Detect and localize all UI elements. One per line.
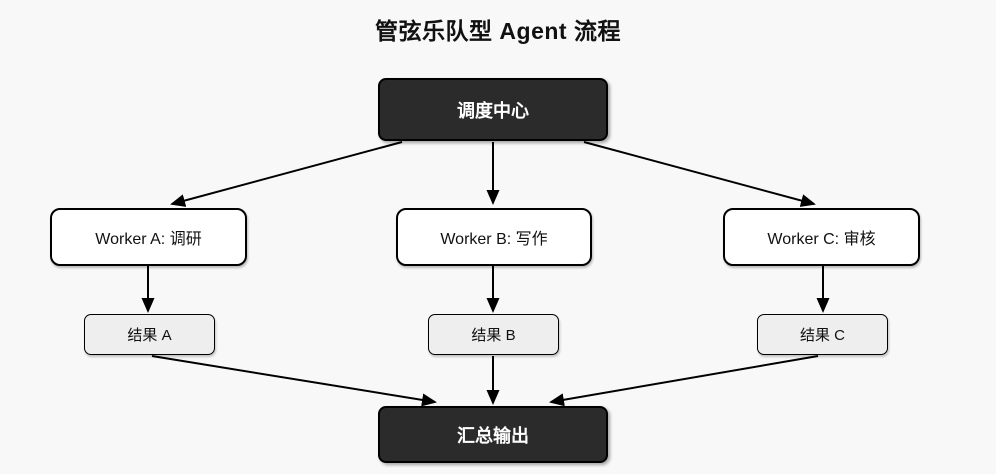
node-output: 汇总输出 — [378, 406, 608, 463]
node-worker-a: Worker A: 调研 — [50, 208, 247, 266]
node-worker-b-label: Worker B: 写作 — [440, 231, 548, 248]
node-scheduler: 调度中心 — [378, 78, 608, 141]
node-worker-b: Worker B: 写作 — [396, 208, 592, 266]
node-result-b: 结果 B — [428, 314, 559, 355]
node-result-a: 结果 A — [84, 314, 215, 355]
node-scheduler-label: 调度中心 — [457, 100, 529, 121]
node-result-c: 结果 C — [757, 314, 888, 355]
edge-result-a-output — [151, 355, 437, 407]
node-worker-c-label: Worker C: 审核 — [767, 231, 876, 248]
node-worker-c: Worker C: 审核 — [723, 208, 920, 266]
node-result-b-label: 结果 B — [471, 327, 516, 344]
edge-scheduler-worker-a — [170, 141, 403, 207]
node-result-a-label: 结果 A — [127, 327, 172, 344]
edge-result-c-output — [549, 355, 819, 407]
node-output-label: 汇总输出 — [457, 425, 529, 446]
node-worker-a-label: Worker A: 调研 — [95, 231, 202, 248]
edge-scheduler-worker-c — [583, 141, 816, 207]
diagram-title: 管弦乐队型 Agent 流程 — [375, 18, 621, 44]
node-result-c-label: 结果 C — [799, 327, 845, 344]
